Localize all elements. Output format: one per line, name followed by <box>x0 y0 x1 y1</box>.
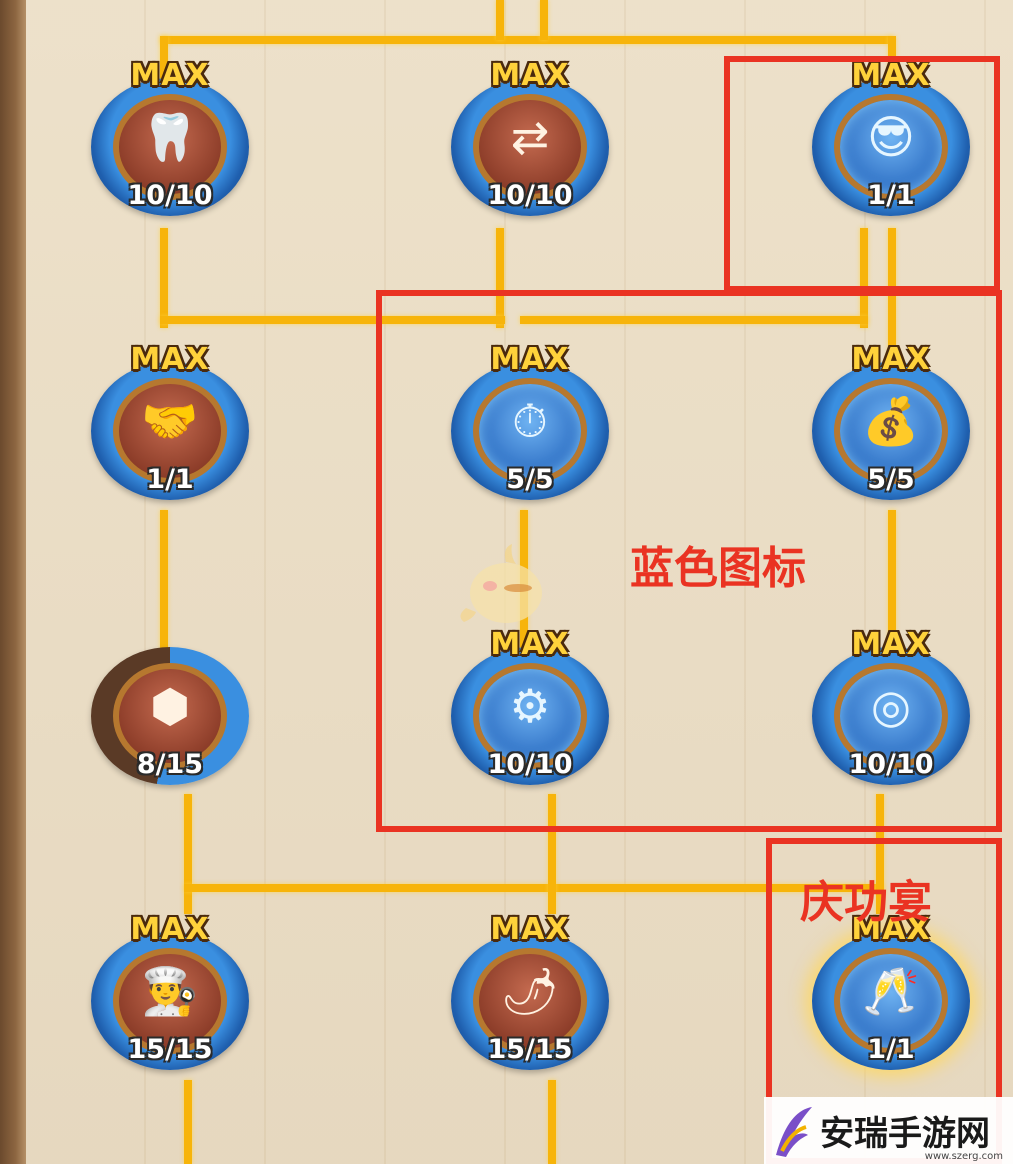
max-badge: MAX <box>851 342 931 377</box>
level-count: 15/15 <box>127 1034 213 1065</box>
radar-icon: ◎ <box>870 679 912 733</box>
highlight-box-blue-icons <box>376 290 1002 832</box>
skill-icon-disc: 🤝 <box>113 378 227 484</box>
skill-icon-disc: ⬢ <box>113 663 227 769</box>
skill-node-chef[interactable]: 👨‍🍳 MAX 15/15 <box>81 912 259 1082</box>
skill-node-radar[interactable]: ◎ MAX 10/10 <box>802 627 980 797</box>
skill-node-fangs[interactable]: 🦷 MAX 10/10 <box>81 58 259 228</box>
sunglasses-mushroom-icon: 😎 <box>867 110 915 164</box>
skill-node-feast[interactable]: 🥂 MAX 1/1 <box>802 912 980 1082</box>
progress-ring: ⇄ <box>451 78 609 216</box>
skill-icon-disc: ⚙ <box>473 663 587 769</box>
swap-chat-icon: ⇄ <box>510 110 550 164</box>
skill-node-stopwatch[interactable]: ⏱ MAX 5/5 <box>441 342 619 512</box>
skill-icon-disc: ⏱ <box>473 378 587 484</box>
progress-ring: ⏱ <box>451 362 609 500</box>
progress-ring: 😎 <box>812 78 970 216</box>
max-badge: MAX <box>851 627 931 662</box>
progress-ring: 👨‍🍳 <box>91 932 249 1070</box>
max-badge: MAX <box>851 58 931 93</box>
skill-node-moneybag[interactable]: 💰 MAX 5/5 <box>802 342 980 512</box>
skill-node-swap[interactable]: ⇄ MAX 10/10 <box>441 58 619 228</box>
max-badge: MAX <box>130 342 210 377</box>
level-count: 10/10 <box>487 749 573 780</box>
skill-icon-disc: 👨‍🍳 <box>113 948 227 1054</box>
level-count: 5/5 <box>506 464 554 495</box>
skill-icon-disc: 🥂 <box>834 948 948 1054</box>
highlight-box-sunglasses <box>724 56 1000 292</box>
skill-icon-disc: ⇄ <box>473 94 587 200</box>
level-count: 10/10 <box>848 749 934 780</box>
pepper-spray-icon: 🌶 <box>500 964 560 1018</box>
progress-ring: 🤝 <box>91 362 249 500</box>
chick-mascot-icon <box>460 544 542 623</box>
chef-mushroom-icon: 👨‍🍳 <box>141 964 199 1018</box>
watermark-url: www.szerg.com <box>924 1151 1003 1162</box>
max-badge: MAX <box>490 342 570 377</box>
annotation-blue-icons: 蓝色图标 <box>630 543 806 594</box>
skill-node-honeycomb[interactable]: ⬢ 8/15 <box>81 627 259 797</box>
level-count: 1/1 <box>146 464 194 495</box>
max-badge: MAX <box>851 912 931 947</box>
watermark: 安瑞手游网 www.szerg.com <box>764 1097 1013 1164</box>
level-count: 10/10 <box>127 180 213 211</box>
level-count: 1/1 <box>867 180 915 211</box>
skill-node-chip[interactable]: ⚙ MAX 10/10 <box>441 627 619 797</box>
progress-ring: 💰 <box>812 362 970 500</box>
progress-ring: 🌶 <box>451 932 609 1070</box>
honeycomb-icon: ⬢ <box>149 679 191 733</box>
max-badge: MAX <box>490 58 570 93</box>
skill-icon-disc: 😎 <box>834 94 948 200</box>
skill-icon-disc: 💰 <box>834 378 948 484</box>
skill-node-spray[interactable]: 🌶 MAX 15/15 <box>441 912 619 1082</box>
wood-frame-left <box>0 0 26 1164</box>
progress-ring: 🥂 <box>812 932 970 1070</box>
skill-icon-disc: 🌶 <box>473 948 587 1054</box>
skill-icon-disc: 🦷 <box>113 94 227 200</box>
skill-node-handshake[interactable]: 🤝 MAX 1/1 <box>81 342 259 512</box>
max-badge: MAX <box>490 912 570 947</box>
progress-ring: ⬢ <box>91 647 249 785</box>
fangs-icon: 🦷 <box>141 110 199 164</box>
stopwatch-icon: ⏱ <box>512 394 548 448</box>
progress-ring: ⚙ <box>451 647 609 785</box>
level-count: 8/15 <box>136 749 204 780</box>
progress-ring: ◎ <box>812 647 970 785</box>
level-count: 1/1 <box>867 1034 915 1065</box>
level-count: 15/15 <box>487 1034 573 1065</box>
skill-node-sunglasses[interactable]: 😎 MAX 1/1 <box>802 58 980 228</box>
level-count: 10/10 <box>487 180 573 211</box>
annotation-feast: 庆功宴 <box>800 877 932 928</box>
mushroom-chip-icon: ⚙ <box>509 679 551 733</box>
celebration-feast-icon: 🥂 <box>862 964 920 1018</box>
max-badge: MAX <box>130 912 210 947</box>
handshake-icon: 🤝 <box>141 394 199 448</box>
site-logo-icon <box>776 1106 812 1157</box>
max-badge: MAX <box>490 627 570 662</box>
skill-icon-disc: ◎ <box>834 663 948 769</box>
level-count: 5/5 <box>867 464 915 495</box>
max-badge: MAX <box>130 58 210 93</box>
money-bag-growth-icon: 💰 <box>862 394 920 448</box>
progress-ring: 🦷 <box>91 78 249 216</box>
watermark-text: 安瑞手游网 <box>820 1114 990 1154</box>
